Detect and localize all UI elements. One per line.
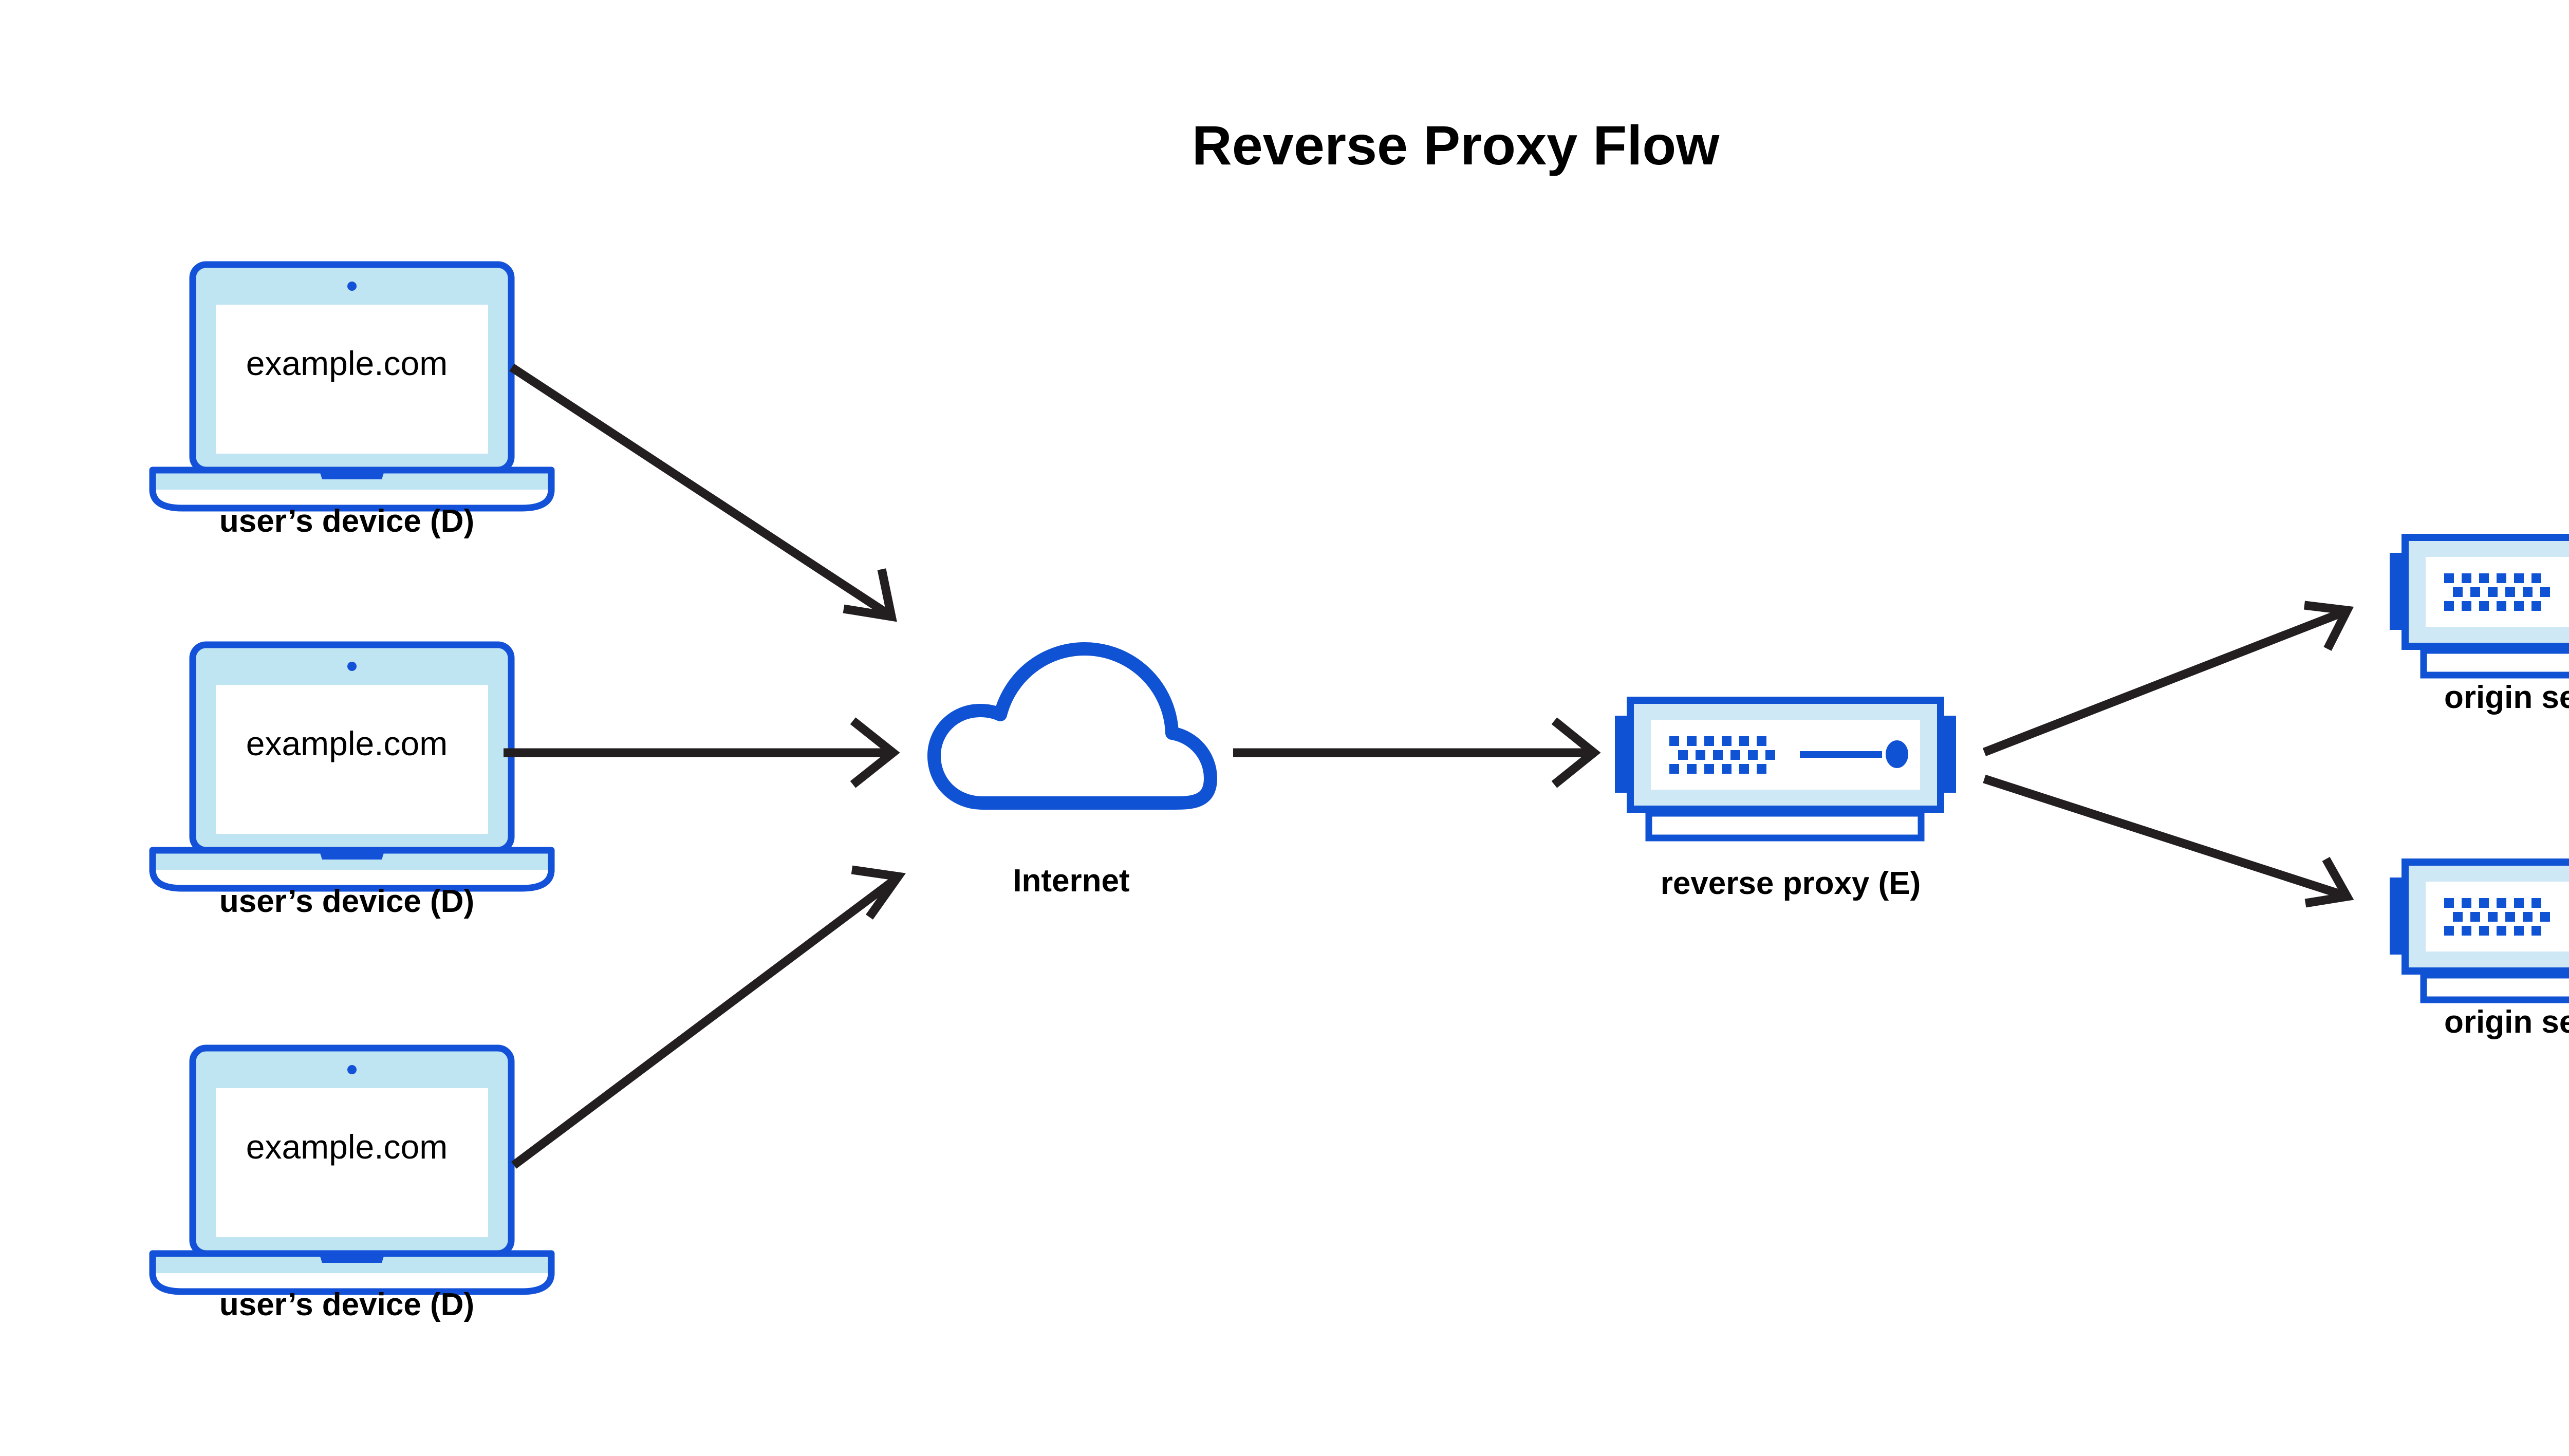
client-label: user’s device (D) xyxy=(219,884,474,919)
client-screen-text: example.com xyxy=(246,344,448,382)
page-title: Reverse Proxy Flow xyxy=(1192,114,1720,176)
cloud-icon xyxy=(934,649,1211,803)
client-screen-text: example.com xyxy=(246,724,448,762)
server-icon xyxy=(2390,537,2569,675)
edge-client2-internet xyxy=(504,717,900,788)
proxy-label: reverse proxy (E) xyxy=(1661,866,1921,901)
server-icon xyxy=(1615,700,1956,838)
server-icon xyxy=(2390,862,2569,1000)
client-label: user’s device (D) xyxy=(219,1287,474,1322)
edge-internet-proxy xyxy=(1233,717,1601,788)
edge-client1-internet xyxy=(509,363,897,622)
node-client-3[interactable]: example.com user’s device (D) xyxy=(153,1048,551,1322)
client-label: user’s device (D) xyxy=(219,503,474,539)
laptop-icon xyxy=(153,265,551,508)
laptop-icon xyxy=(153,1048,551,1292)
node-client-2[interactable]: example.com user’s device (D) xyxy=(153,645,551,919)
edge-client3-internet xyxy=(511,865,906,1169)
node-client-1[interactable]: example.com user’s device (D) xyxy=(153,265,551,539)
node-origin-2[interactable]: origin server (F) xyxy=(2390,862,2569,1040)
node-internet[interactable]: Internet xyxy=(934,649,1211,899)
laptop-icon xyxy=(153,645,551,888)
node-reverse-proxy[interactable]: reverse proxy (E) xyxy=(1615,700,1956,901)
internet-label: Internet xyxy=(1013,863,1129,899)
client-screen-text: example.com xyxy=(246,1128,448,1166)
node-origin-1[interactable]: origin server (F) xyxy=(2390,537,2569,715)
origin-label: origin server (F) xyxy=(2444,680,2569,715)
edge-proxy-origin2 xyxy=(1983,774,2354,908)
origin-label: origin server (F) xyxy=(2444,1004,2569,1040)
edge-proxy-origin1 xyxy=(1982,601,2354,756)
